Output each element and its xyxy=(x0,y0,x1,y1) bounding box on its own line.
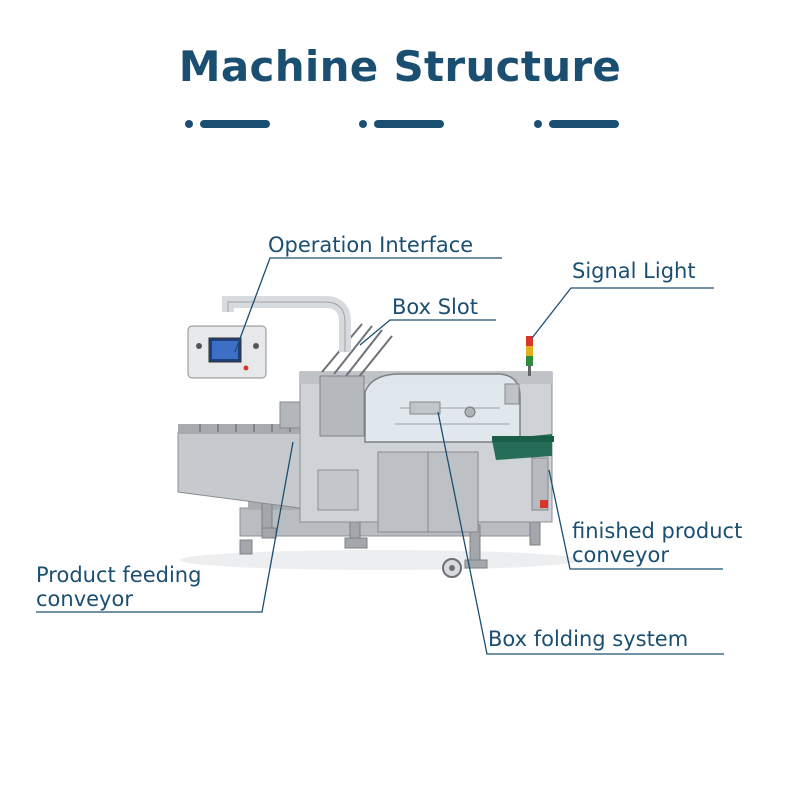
leader-operation-interface xyxy=(234,257,502,353)
label-product-feeding-line1: Product feeding xyxy=(36,563,202,587)
label-signal-light: Signal Light xyxy=(572,259,696,283)
label-operation-interface: Operation Interface xyxy=(268,233,474,257)
leader-product-feeding xyxy=(36,441,294,613)
cartoning-machine xyxy=(177,296,580,578)
leader-box-folding xyxy=(437,411,724,655)
label-product-feeding: Product feeding conveyor xyxy=(36,563,201,611)
label-finished-product-line2: conveyor xyxy=(572,543,669,567)
leader-signal-light xyxy=(531,287,714,339)
leader-box-slot xyxy=(359,319,496,346)
leader-lines xyxy=(36,257,724,655)
label-box-slot: Box Slot xyxy=(392,295,478,319)
title-divider xyxy=(185,120,619,128)
label-finished-product: finished product conveyor xyxy=(572,519,742,567)
signal-light-icon xyxy=(526,336,533,376)
label-finished-product-line1: finished product xyxy=(572,519,743,543)
label-product-feeding-line2: conveyor xyxy=(36,587,133,611)
label-box-folding-system: Box folding system xyxy=(488,627,689,651)
page-title: Machine Structure xyxy=(178,42,622,91)
leader-finished-product xyxy=(548,469,723,570)
